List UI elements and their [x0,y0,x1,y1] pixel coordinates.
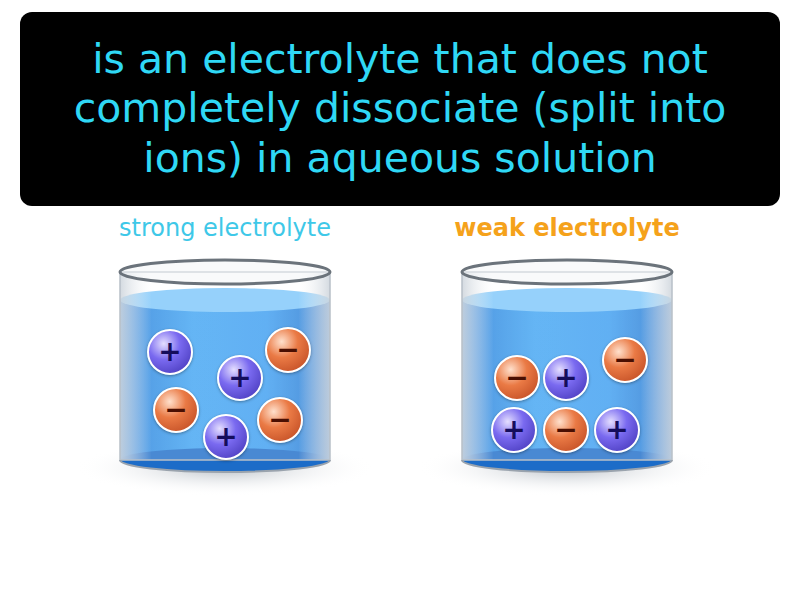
ion-circle: + [594,407,640,453]
ion-circle: − [543,407,589,453]
ion-charge: − [268,406,291,434]
ion-charge: + [228,364,251,392]
ion-circle: − [494,355,540,401]
ion-circle: − [257,397,303,443]
ion-charge: − [613,346,636,374]
title-text: is an electrolyte that does not complete… [34,35,766,183]
weak-beaker [417,260,717,496]
strong-beaker [75,260,375,496]
ion-charge: − [276,336,299,364]
ion-charge: + [158,338,181,366]
beaker: strong electrolyte+−+−−+ [90,210,360,480]
ion-circle: + [491,407,537,453]
ion-charge: + [214,423,237,451]
beaker-label: weak electrolyte [432,214,702,242]
ion-circle: + [217,355,263,401]
ion-charge: − [554,416,577,444]
beaker: weak electrolyte−−++−+ [432,210,702,480]
ion-circle: + [543,355,589,401]
title-banner: is an electrolyte that does not complete… [20,12,780,206]
ion-charge: − [505,364,528,392]
ion-circle: + [203,414,249,460]
ion-charge: + [554,364,577,392]
ion-circle: − [153,387,199,433]
ion-circle: − [265,327,311,373]
ion-circle: + [147,329,193,375]
beaker-label: strong electrolyte [90,214,360,242]
ion-charge: + [502,416,525,444]
ion-charge: + [605,416,628,444]
ion-charge: − [164,396,187,424]
ion-circle: − [602,337,648,383]
